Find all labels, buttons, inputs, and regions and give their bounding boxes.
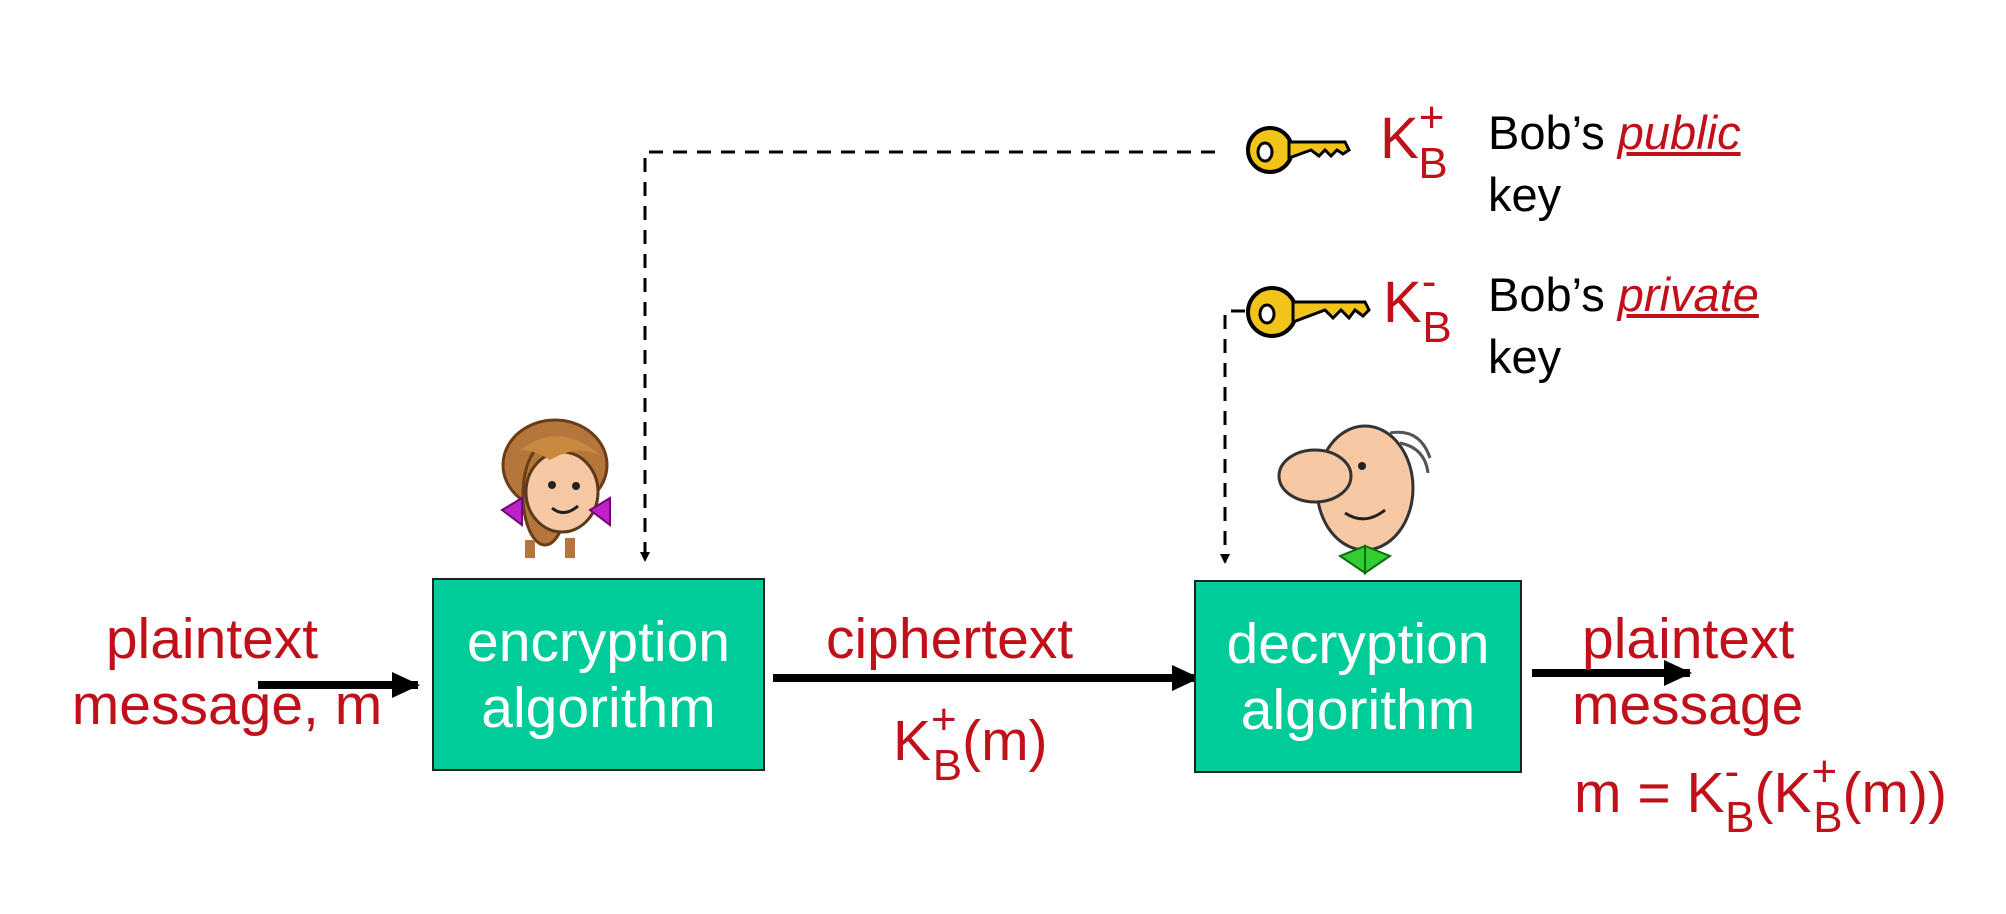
- encryption-algorithm-box: encryption algorithm: [432, 578, 765, 771]
- private-key-description: Bob’s private key: [1488, 268, 1759, 383]
- encryption-box-line2: algorithm: [481, 675, 716, 740]
- ciphertext-formula: K+B(m): [893, 695, 1048, 790]
- encryption-box-line1: encryption: [467, 609, 730, 674]
- private-key-dashed-line: [1220, 309, 1245, 564]
- public-key-dashed-line: [640, 150, 1215, 562]
- plaintext-input-label: plaintext message, m: [71, 607, 383, 737]
- plaintext-output-formula: m = K-B(K+B(m)): [1574, 747, 1947, 842]
- public-key-description: Bob’s public key: [1488, 106, 1741, 221]
- alice-icon: [500, 418, 611, 558]
- ciphertext-label: ciphertext: [826, 607, 1074, 671]
- public-key-icon: [1246, 126, 1351, 174]
- private-key-symbol: K-B: [1383, 257, 1452, 352]
- plaintext-output-label: plaintext message: [1572, 607, 1804, 737]
- public-key-symbol: K+B: [1380, 93, 1448, 188]
- private-key-icon: [1246, 286, 1371, 338]
- bob-icon: [1277, 424, 1432, 575]
- decryption-algorithm-box: decryption algorithm: [1194, 580, 1522, 773]
- decryption-box-line2: algorithm: [1240, 677, 1476, 742]
- decryption-box-line1: decryption: [1226, 611, 1490, 676]
